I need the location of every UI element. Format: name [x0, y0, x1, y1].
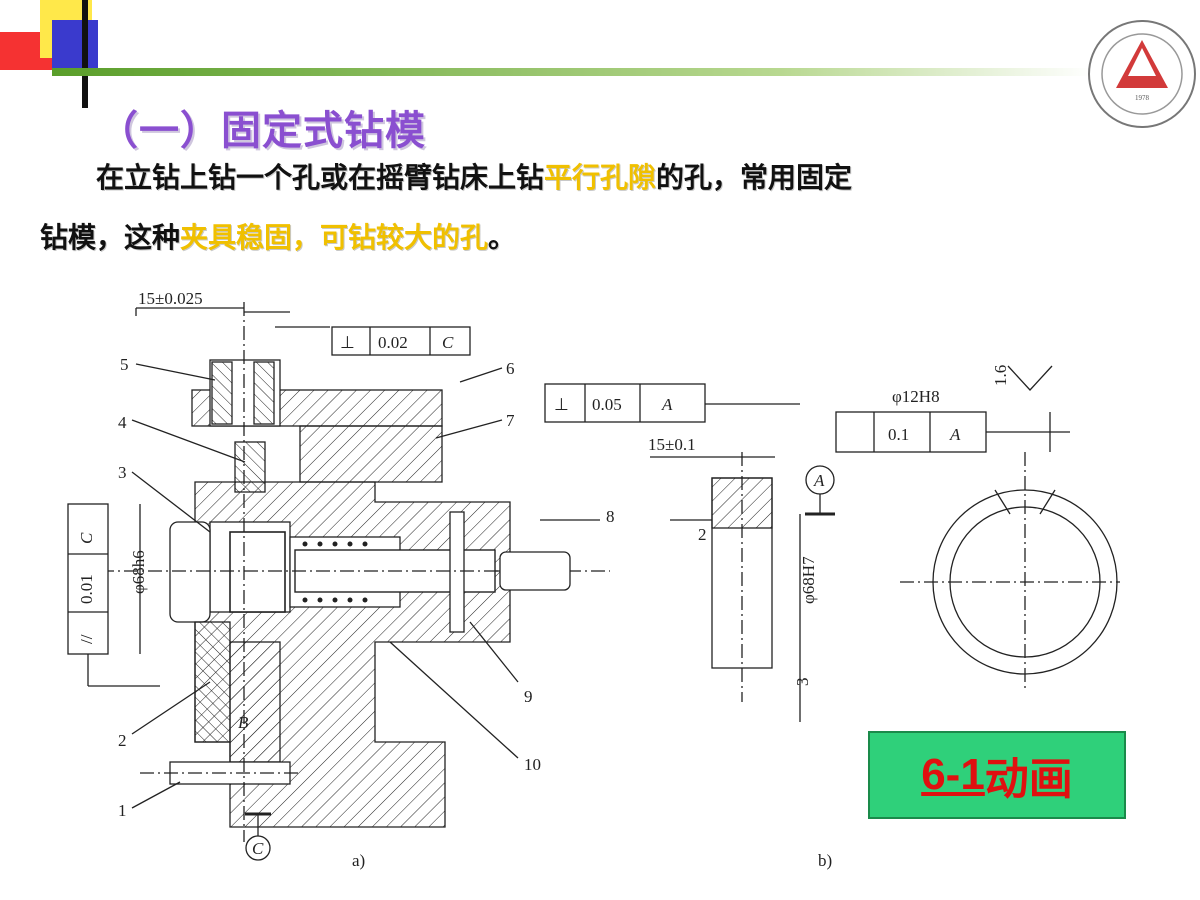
caption-a: a) — [352, 851, 365, 870]
part-3: 3 — [118, 463, 127, 482]
part-10: 10 — [524, 755, 541, 774]
ring-view-c — [835, 365, 1120, 692]
dim-top: 15±0.025 — [138, 289, 203, 308]
tol-perp-symbol: ⊥ — [340, 333, 355, 352]
part-9: 9 — [524, 687, 533, 706]
assembly-view-a — [67, 302, 610, 861]
datum-b: B — [238, 713, 249, 732]
paragraph-line-1: 在立钻上钻一个孔或在摇臂钻床上钻平行孔隙的孔，常用固定 — [96, 156, 852, 196]
part-5: 5 — [120, 355, 129, 374]
datum-c: C — [252, 839, 264, 858]
dim-b-2: 2 — [698, 525, 707, 544]
dia-label-a: φ68h6 — [129, 550, 148, 594]
paragraph-line-2: 钻模，这种夹具稳固，可钻较大的孔。 — [40, 216, 516, 256]
caption-b: b) — [818, 851, 832, 870]
animation-number[interactable]: 6-1 — [921, 750, 985, 799]
tol-sym-ref: A — [949, 425, 961, 444]
tol-par-symbol: // — [77, 634, 96, 644]
drill-jig-drawing: 15±0.025 ⊥ 0.02 C φ68h6 // 0.01 C B C a)… — [67, 289, 1120, 870]
tol-perp-b-symbol: ⊥ — [554, 395, 569, 414]
tol-perp-b-value: 0.05 — [592, 395, 622, 414]
deco-green-line — [52, 68, 1092, 76]
university-logo: 1978 — [1088, 20, 1196, 128]
tol-perp-b-ref: A — [661, 395, 673, 414]
roughness: 1.6 — [991, 365, 1010, 386]
part-8: 8 — [606, 507, 615, 526]
hole-size: φ12H8 — [892, 387, 940, 406]
datum-a: A — [813, 471, 825, 490]
tol-perp-ref: C — [442, 333, 454, 352]
part-7: 7 — [506, 411, 515, 430]
paragraph-text: 在立钻上钻一个孔或在摇臂钻床上钻 — [96, 161, 545, 194]
paragraph-text: 的孔，常用固定 — [656, 161, 853, 194]
highlight-text: 夹具稳固，可钻较大的孔 — [180, 221, 489, 254]
tol-par-ref: C — [77, 532, 96, 544]
highlight-text: 平行孔隙 — [544, 161, 657, 194]
deco-black-bar — [82, 0, 88, 108]
dim-b: 15±0.1 — [648, 435, 696, 454]
paragraph-text: 。 — [488, 221, 517, 254]
tol-sym-value: 0.1 — [888, 425, 909, 444]
part-1: 1 — [118, 801, 127, 820]
tol-perp-value: 0.02 — [378, 333, 408, 352]
deco-blue-square — [52, 20, 98, 70]
part-6: 6 — [506, 359, 515, 378]
svg-text:1978: 1978 — [1135, 94, 1150, 102]
slide-title: （一）固定式钻模 — [98, 108, 426, 154]
part-4: 4 — [118, 413, 127, 432]
ring-view-b — [544, 383, 835, 722]
animation-word[interactable]: 动画 — [984, 754, 1073, 805]
drawing-labels: 15±0.025 ⊥ 0.02 C φ68h6 // 0.01 C B C a)… — [77, 289, 1010, 870]
part-2: 2 — [118, 731, 127, 750]
dia-label-b: φ68H7 — [799, 556, 818, 604]
dim-b-3: 3 — [793, 678, 812, 687]
paragraph-text: 钻模，这种 — [40, 221, 181, 254]
tol-par-value: 0.01 — [77, 574, 96, 604]
